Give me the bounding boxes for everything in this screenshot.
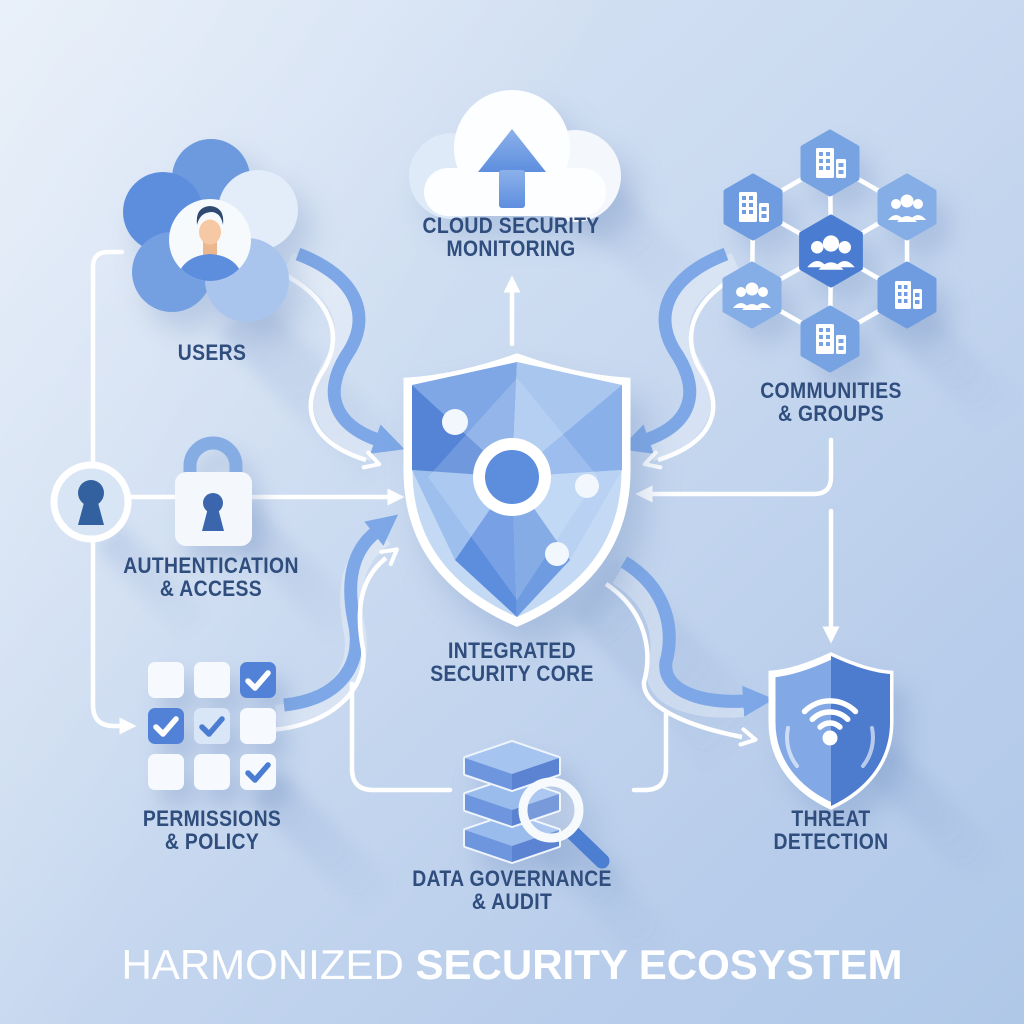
arrow-permissions-to-core [267, 514, 399, 733]
database-icon [463, 740, 610, 869]
avatar [176, 206, 244, 281]
line-data-to-threat [631, 711, 669, 793]
padlock-icon [175, 436, 252, 546]
people-icon [888, 194, 926, 222]
cloud-upload-arrow-icon [478, 129, 546, 208]
people-icon [733, 282, 771, 310]
communities-network-icon [722, 129, 937, 373]
building-icon [739, 192, 769, 222]
curved-arrows [267, 247, 775, 747]
connector-lines [90, 249, 840, 793]
permissions-grid-icon [148, 662, 276, 790]
line-users-to-auth [90, 249, 125, 467]
people-icon [807, 235, 855, 270]
arrow-communities-to-core [635, 437, 834, 503]
keyhole-icon [50, 461, 132, 543]
wifi-icon [785, 698, 875, 768]
permissions-label: PERMISSIONS& POLICY [142, 806, 282, 854]
users-icon [123, 139, 298, 322]
bank-icon [895, 281, 922, 309]
arrow-auth-to-permissions [90, 537, 137, 735]
arrow-core-to-threat [604, 556, 775, 747]
arrow-users-to-core [278, 247, 405, 470]
building-icon [816, 148, 846, 178]
cloud-icon [409, 90, 621, 222]
building-icon [816, 324, 846, 354]
threat-shield-icon [768, 652, 894, 810]
communities-label: COMMUNITIES& GROUPS [760, 378, 902, 426]
auth-label: AUTHENTICATION& ACCESS [123, 553, 299, 601]
security-shield-icon [403, 353, 631, 627]
users-label: USERS [177, 340, 247, 365]
arrow-communities-to-core-curved [619, 247, 746, 470]
line-permissions-to-data [349, 681, 453, 793]
magnifier-icon [518, 777, 610, 869]
data-label: DATA GOVERNANCE& AUDIT [412, 866, 612, 914]
main-title: HARMONIZED SECURITY ECOSYSTEM [121, 941, 903, 988]
